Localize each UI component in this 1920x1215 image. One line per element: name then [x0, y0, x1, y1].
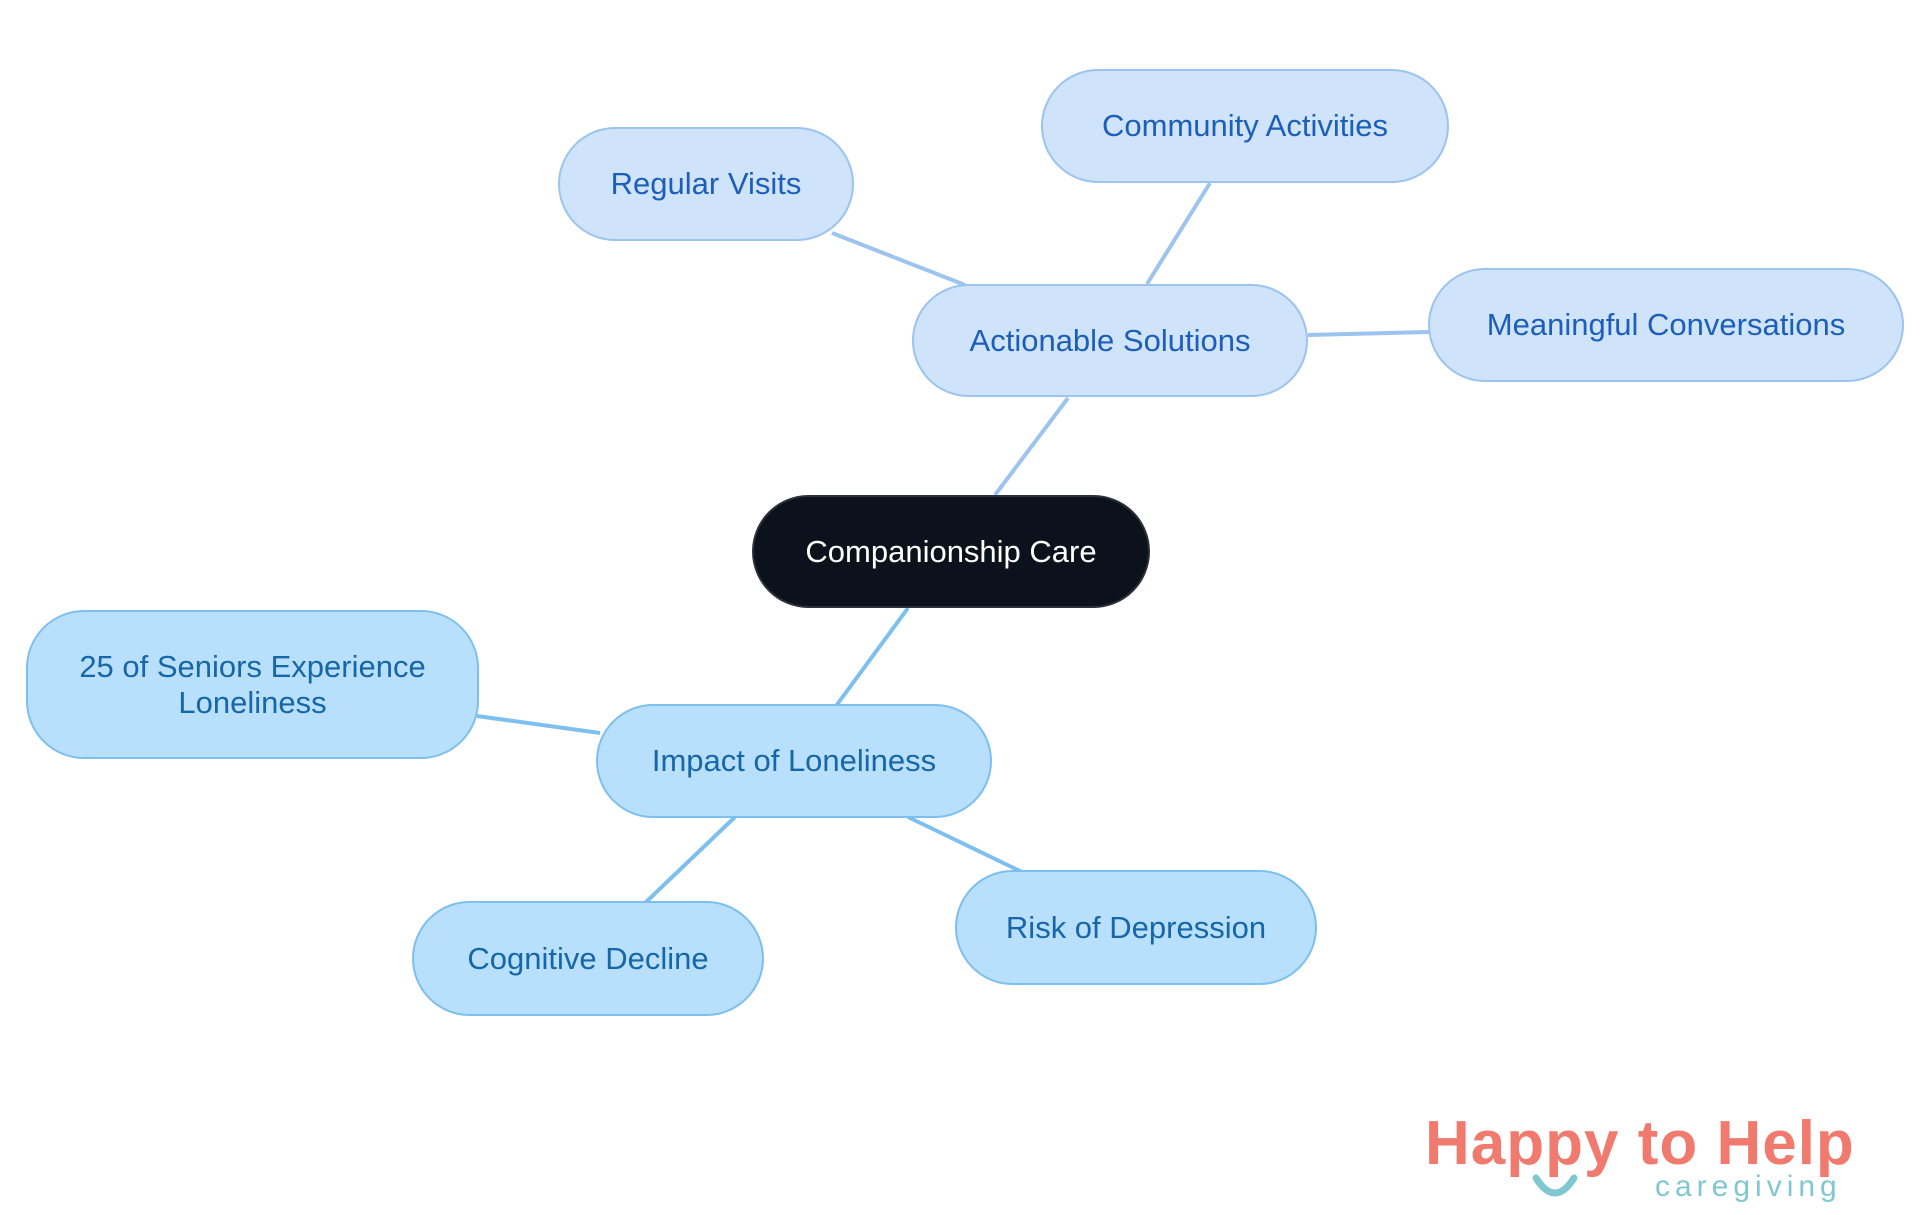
- edge-actionable-community: [1145, 181, 1212, 286]
- node-label: Meaningful Conversations: [1486, 307, 1846, 343]
- node-label: Cognitive Decline: [467, 940, 709, 976]
- edge-impact-cognitive: [643, 815, 737, 905]
- node-seniors-loneliness: 25 of Seniors Experience Loneliness: [26, 610, 479, 759]
- node-regular-visits: Regular Visits: [558, 127, 854, 241]
- logo-title: Happy to Help: [1425, 1109, 1855, 1178]
- logo-subtitle: caregiving: [1655, 1170, 1842, 1203]
- edge-impact-seniors: [476, 714, 601, 735]
- node-label: 25 of Seniors Experience Loneliness: [79, 648, 426, 720]
- node-cognitive-decline: Cognitive Decline: [412, 901, 764, 1016]
- node-label: Companionship Care: [805, 533, 1097, 569]
- node-risk-of-depression: Risk of Depression: [955, 870, 1317, 985]
- node-companionship-care: Companionship Care: [752, 495, 1150, 608]
- edge-actionable-visits: [831, 231, 966, 287]
- node-meaningful-conversations: Meaningful Conversations: [1428, 268, 1904, 382]
- edge-impact-depression: [907, 815, 1023, 874]
- node-actionable-solutions: Actionable Solutions: [912, 284, 1308, 397]
- happy-to-help-logo: Happy to Help caregiving: [1425, 1108, 1885, 1208]
- smile-icon: [1532, 1174, 1578, 1197]
- node-label: Impact of Loneliness: [651, 743, 937, 779]
- node-impact-of-loneliness: Impact of Loneliness: [596, 704, 992, 818]
- node-community-activities: Community Activities: [1041, 69, 1449, 183]
- node-label: Community Activities: [1102, 108, 1388, 144]
- edge-root-actionable: [993, 396, 1070, 497]
- node-label: Regular Visits: [610, 166, 802, 202]
- edge-root-impact: [834, 606, 910, 708]
- node-label: Actionable Solutions: [969, 322, 1251, 358]
- edge-actionable-conversations: [1307, 330, 1431, 337]
- node-label: Risk of Depression: [1005, 909, 1267, 945]
